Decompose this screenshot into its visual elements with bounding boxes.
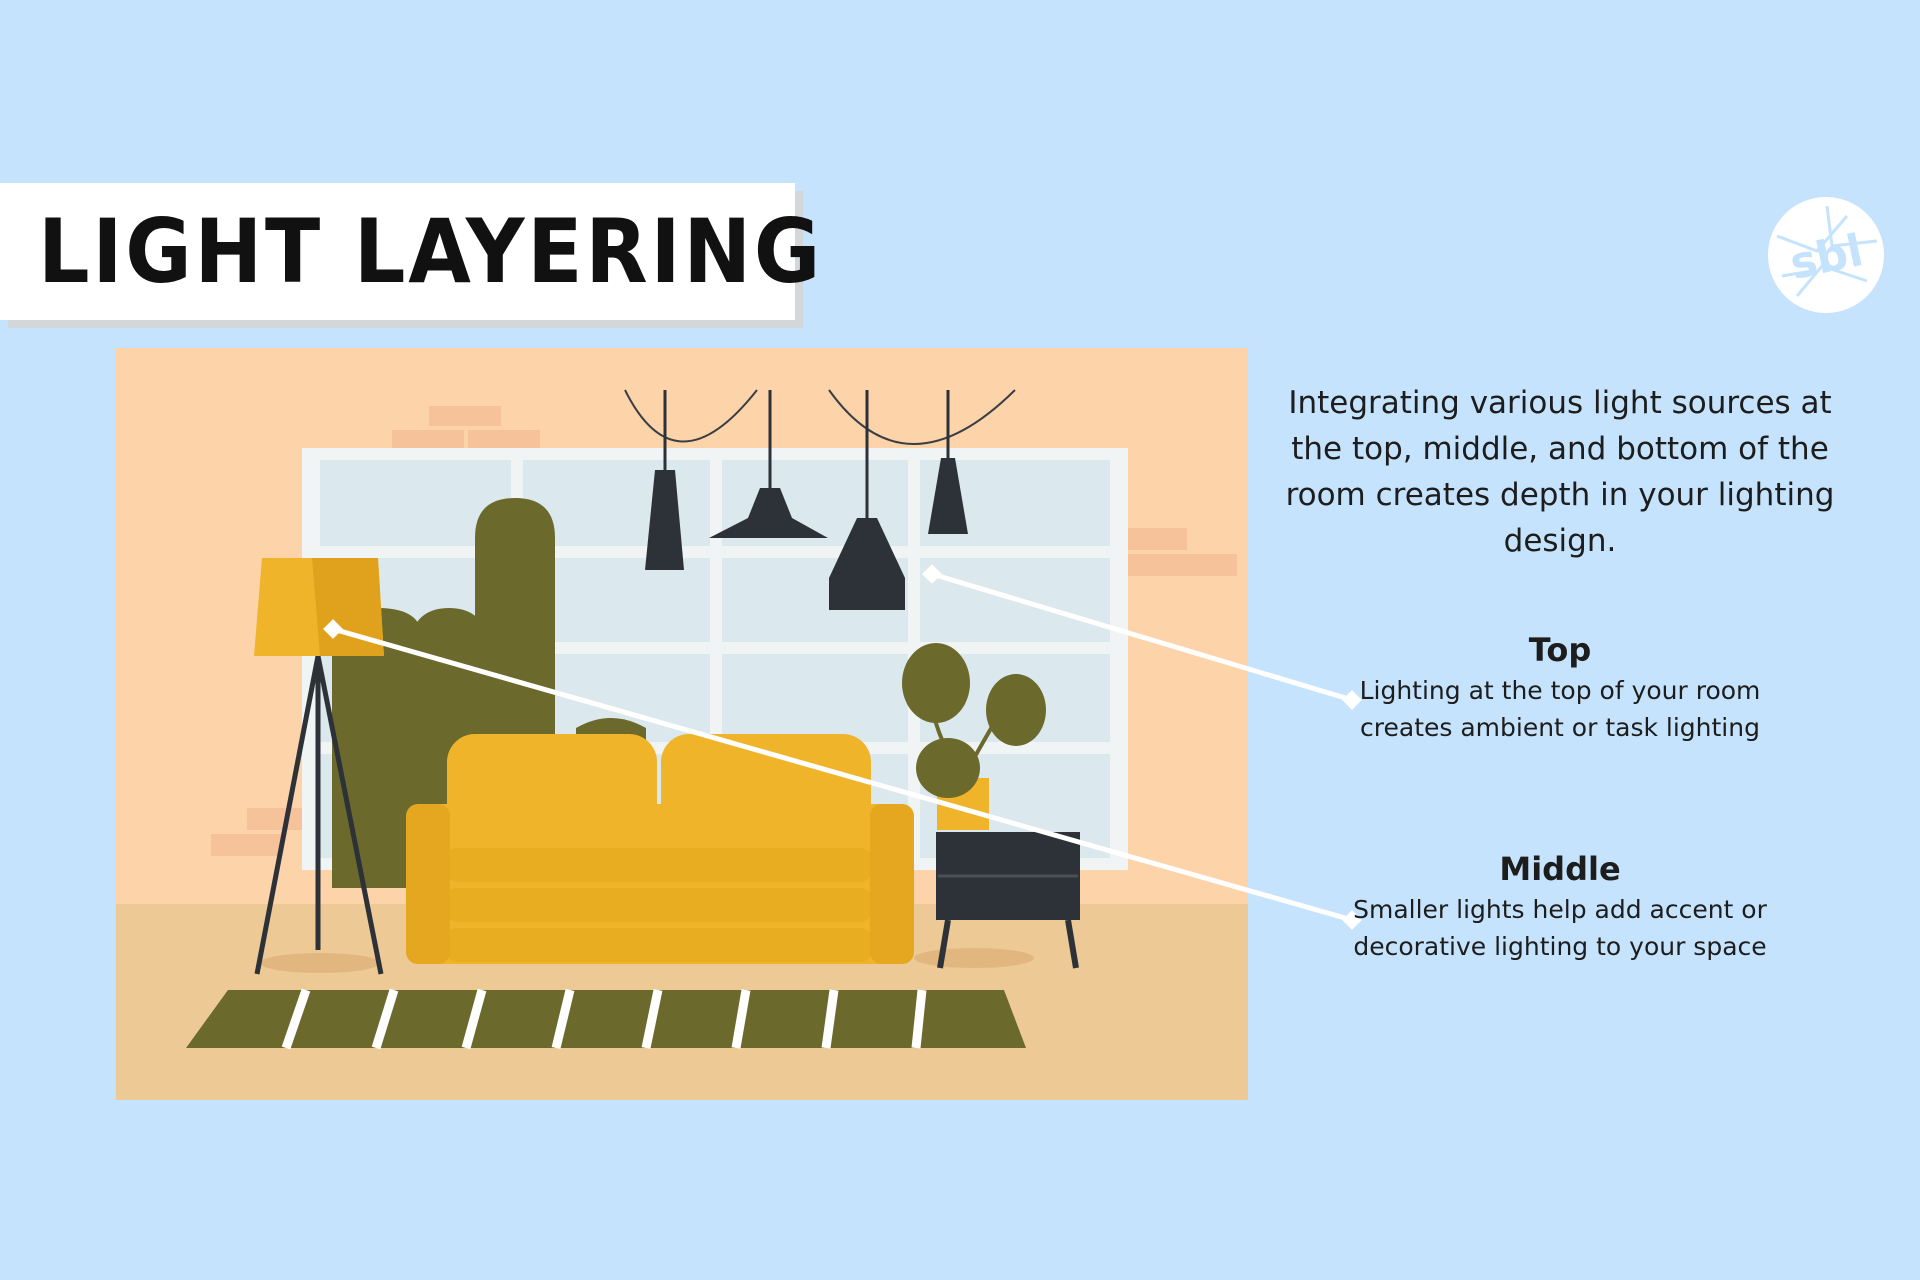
callout-title: Middle: [1499, 850, 1621, 888]
title-banner: LIGHT LAYERING: [0, 183, 820, 320]
callout-description: Smaller lights help add accent or decora…: [1353, 895, 1767, 961]
rug: [186, 988, 1026, 1050]
page-title: LIGHT LAYERING: [38, 200, 824, 303]
floor-lamp: [254, 558, 384, 975]
intro-text: Integrating various light sources at the…: [1285, 385, 1835, 559]
sbl-logo-icon: sbl: [1768, 197, 1884, 313]
callout-middle: Middle Smaller lights help add accent or…: [1340, 847, 1780, 965]
wall-bricks: [211, 406, 1237, 856]
callout-top: Top Lighting at the top of your room cre…: [1340, 628, 1780, 746]
pendant-lights: [624, 389, 1016, 610]
callout-title: Top: [1528, 631, 1592, 669]
callout-description: Lighting at the top of your room creates…: [1359, 676, 1761, 742]
room-illustration: [116, 348, 1248, 1100]
